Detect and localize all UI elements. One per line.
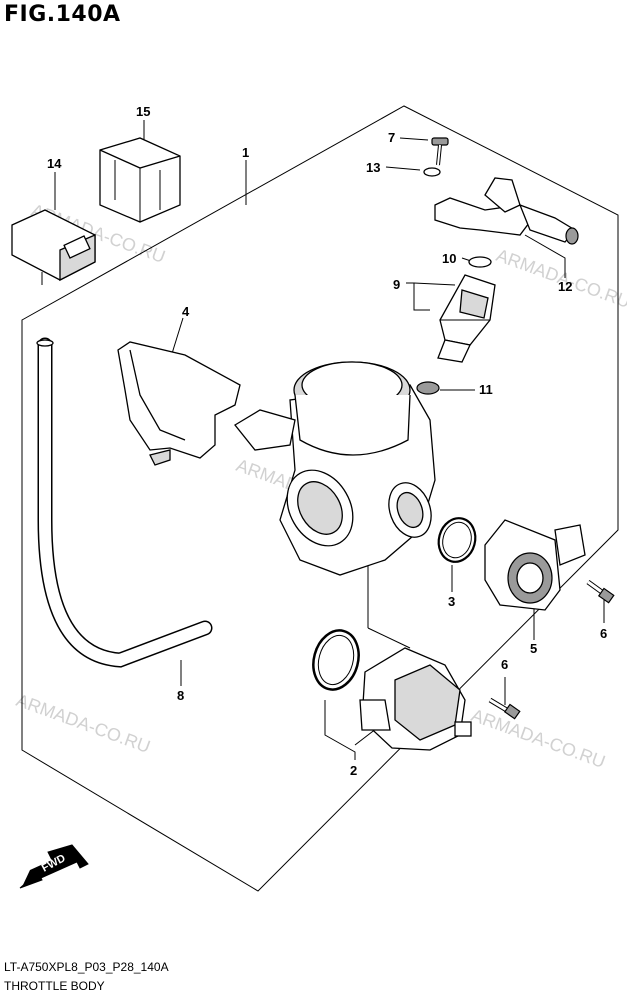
callout-9: 9 xyxy=(393,277,400,292)
throttle-body-part-1 xyxy=(234,361,436,576)
callout-8: 8 xyxy=(177,688,184,703)
callout-6-upper: 6 xyxy=(600,626,607,641)
callout-13: 13 xyxy=(366,160,380,175)
callout-10: 10 xyxy=(442,251,456,266)
callout-2: 2 xyxy=(350,763,357,778)
callout-5: 5 xyxy=(530,641,537,656)
callout-12: 12 xyxy=(558,279,572,294)
callout-3: 3 xyxy=(448,594,455,609)
callout-15: 15 xyxy=(136,104,150,119)
callout-4: 4 xyxy=(182,304,190,319)
fwd-arrow-icon: FWD xyxy=(19,844,89,889)
watermark: ARMADA-CO.RU xyxy=(14,690,153,757)
figure-title: FIG.140A xyxy=(4,2,121,27)
hose-part-8 xyxy=(36,337,213,668)
callout-1: 1 xyxy=(242,145,249,160)
seal-part-11 xyxy=(416,381,440,395)
screw-part-6-lower xyxy=(488,697,521,720)
watermark: ARMADA-CO.RU xyxy=(469,705,608,772)
sensor-part-14 xyxy=(11,209,96,285)
diagram-code: LT-A750XPL8_P03_P28_140A xyxy=(4,960,169,974)
callout-7: 7 xyxy=(388,130,395,145)
fuel-pipe-part-12 xyxy=(434,177,579,245)
bolt-part-7 xyxy=(431,137,449,166)
callout-14: 14 xyxy=(47,156,62,171)
screw-part-6-upper xyxy=(586,579,615,604)
o-ring-part-3 xyxy=(437,517,477,563)
callout-11: 11 xyxy=(479,382,493,397)
sensor-part-5 xyxy=(484,519,586,611)
o-ring-part-10 xyxy=(468,256,492,268)
assembly-outline xyxy=(21,105,619,892)
injector-part-9 xyxy=(437,274,496,363)
cover-part-15 xyxy=(99,137,181,223)
callout-labels: 1 2 3 4 5 6 6 7 8 9 10 11 12 13 14 15 xyxy=(47,104,607,778)
bracket-part-4 xyxy=(117,341,241,466)
callout-6-lower: 6 xyxy=(501,657,508,672)
washer-part-13 xyxy=(423,167,441,177)
diagram-name: THROTTLE BODY xyxy=(4,979,105,993)
valve-part-2 xyxy=(312,629,472,751)
